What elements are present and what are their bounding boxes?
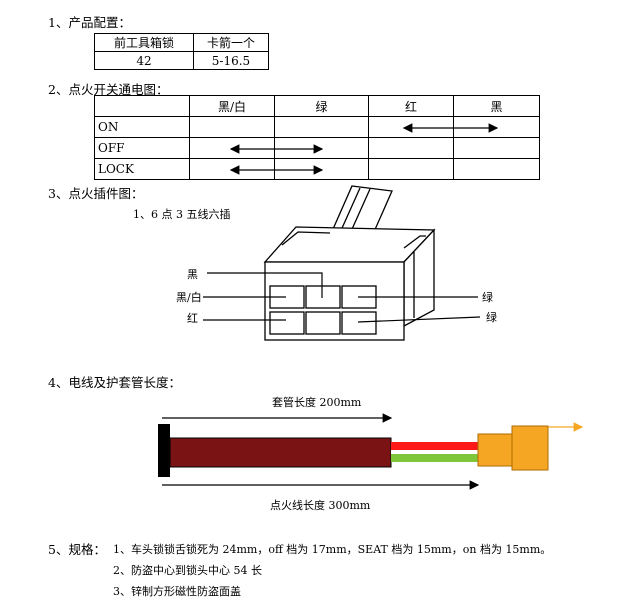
connector-drawing <box>263 185 436 341</box>
spec-item-2: 2、防盗中心到锁头中心 54 长 <box>113 564 262 577</box>
spec-item-1: 1、车头锁锁舌锁死为 24mm，off 档为 17mm，SEAT 档为 15mm… <box>113 543 552 556</box>
section-2-title: 2、点火开关通电图： <box>48 82 169 97</box>
connector-label-black-white: 黑/白 <box>176 291 202 304</box>
spec-item-3: 3、锌制方形磁性防盗面盖 <box>113 585 241 598</box>
wiring-table: 黑/白 绿 红 黑 ON OFF LOCK <box>94 95 540 180</box>
connector-leader-lines <box>203 272 481 323</box>
wiring-arrows <box>229 123 499 175</box>
connector-label-green-2: 绿 <box>486 311 497 324</box>
wiring-header-black-white: 黑/白 <box>189 95 275 117</box>
config-header-2: 卡箭一个 <box>193 33 269 52</box>
wire-red <box>391 442 481 450</box>
cable-end-cap <box>158 424 170 477</box>
wiring-header-red: 红 <box>368 95 454 117</box>
connector-label-green-1: 绿 <box>482 291 493 304</box>
config-value-1: 42 <box>94 51 194 70</box>
wire-length-label: 点火线长度 300mm <box>270 499 371 512</box>
connector-label-black: 黑 <box>187 268 198 281</box>
config-value-2: 5-16.5 <box>193 51 269 70</box>
sheath-tube <box>169 437 392 468</box>
connector-housing-small <box>477 433 513 467</box>
wiring-row-lock-label: LOCK <box>94 158 190 180</box>
connector-housing-large <box>511 425 549 471</box>
section-4-title: 4、电线及护套管长度： <box>48 375 181 390</box>
section-5-title: 5、规格： <box>48 542 106 557</box>
config-table: 前工具箱锁 卡箭一个 42 5-16.5 <box>94 33 269 70</box>
connector-subtitle: 1、6 点 3 五线六插 <box>133 208 231 221</box>
connector-label-red: 红 <box>187 312 198 325</box>
sheath-length-label: 套管长度 200mm <box>272 396 362 409</box>
section-3-title: 3、点火插件图： <box>48 186 144 201</box>
section-1-title: 1、产品配置： <box>48 15 131 30</box>
wire-green <box>391 454 481 462</box>
cable-drawing <box>158 413 584 490</box>
wire-white <box>391 450 481 454</box>
